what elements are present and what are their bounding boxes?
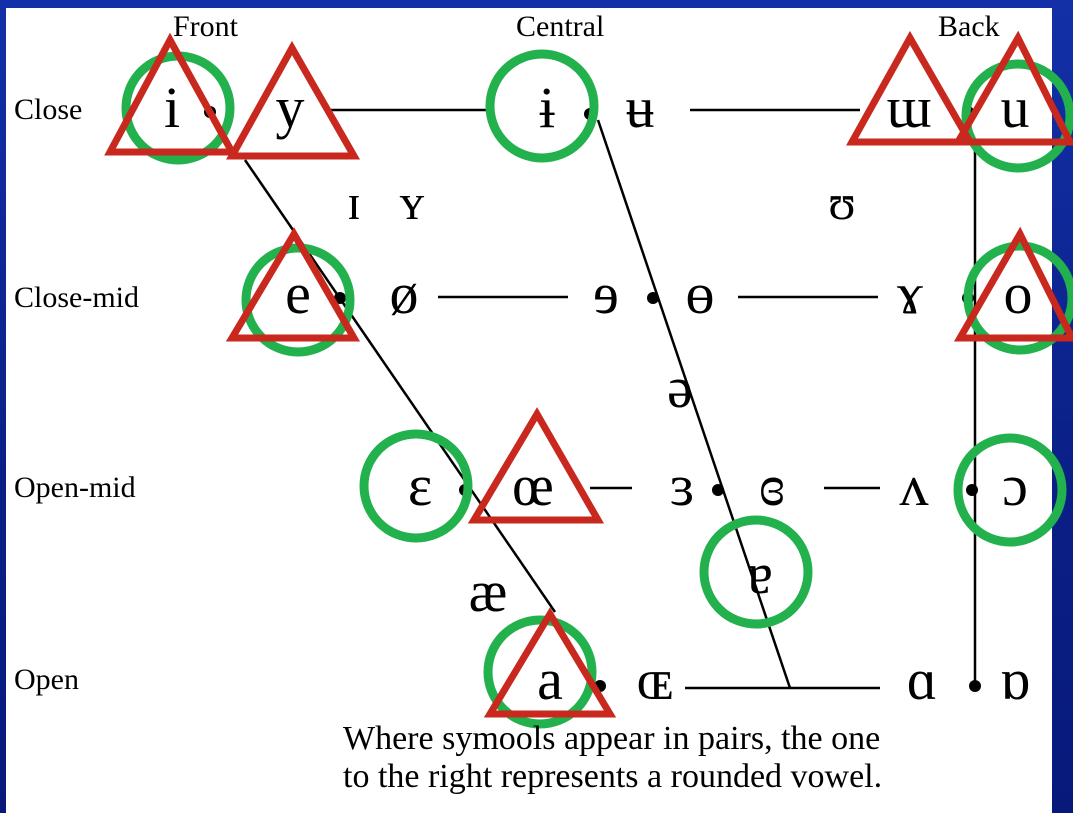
- circle-marker-i: [121, 51, 235, 165]
- triangle-marker-y: [226, 40, 361, 160]
- caption-line-1: Where symools appear in pairs, the one: [343, 720, 881, 757]
- vowel-open-e: ɛ: [407, 453, 433, 518]
- row-label-open: Open: [14, 663, 79, 696]
- circle-marker-open-o: [953, 433, 1067, 547]
- vowel-turned-script-a: ɒ: [999, 647, 1031, 712]
- vowel-y: y: [275, 75, 305, 140]
- vowel-oe-ligature: œ: [512, 453, 554, 518]
- column-header-front: Front: [173, 10, 239, 43]
- dot-open-back: [969, 680, 981, 692]
- dot-closemid-front: [334, 292, 346, 304]
- vowel-turned-m: ɯ: [886, 75, 932, 140]
- vowel-i: i: [163, 75, 181, 140]
- circle-marker-u: [961, 59, 1073, 173]
- vowel-o-slash: ø: [389, 261, 419, 326]
- circle-marker-o: [963, 241, 1073, 355]
- row-label-close: Close: [14, 93, 83, 126]
- circle-marker-open-e: [359, 429, 473, 543]
- row-label-close-mid: Close-mid: [14, 281, 139, 314]
- vowel-e: e: [285, 261, 311, 326]
- vowel-u: u: [1000, 75, 1030, 140]
- vowel-barred-i: ɨ: [538, 75, 556, 140]
- caption-line-2: to the right represents a rounded vowel.: [343, 758, 883, 795]
- vowel-open-o: ɔ: [1002, 453, 1028, 518]
- circle-marker-barred-i: [485, 49, 599, 163]
- column-header-central: Central: [516, 10, 605, 43]
- vowel-ash: æ: [468, 559, 508, 624]
- vowel-turned-a: ɐ: [747, 541, 773, 606]
- vowel-script-a: ɑ: [906, 647, 938, 712]
- triangle-marker-a: [483, 607, 617, 718]
- row-label-open-mid: Open-mid: [14, 471, 136, 504]
- vowel-upsilon: ʊ: [828, 174, 856, 230]
- vowel-closed-reversed-open-e: ɞ: [759, 453, 785, 518]
- triangle-marker-turned-m: [846, 30, 977, 146]
- dot-openmid-back: [966, 484, 978, 496]
- dot-openmid-central: [712, 484, 724, 496]
- triangle-marker-i: [104, 32, 238, 156]
- dot-closemid-central: [647, 292, 659, 304]
- vowel-o: o: [1003, 261, 1033, 326]
- column-header-back: Back: [938, 10, 1000, 43]
- triangle-marker-oe: [467, 407, 605, 524]
- circle-marker-turned-a: [699, 515, 813, 629]
- vowel-reversed-e: ɘ: [593, 261, 619, 326]
- vowel-schwa: ə: [667, 355, 693, 420]
- vowel-barred-u: ʉ: [625, 75, 655, 140]
- triangle-marker-e: [225, 227, 361, 342]
- vowel-a: a: [537, 647, 563, 712]
- triangle-marker-o: [953, 226, 1073, 342]
- vowel-small-cap-i: ɪ: [347, 174, 361, 230]
- vowel-rams-horn: ɤ: [897, 261, 923, 326]
- vowel-small-cap-y: ʏ: [399, 174, 425, 230]
- vowel-reversed-open-e: ɜ: [669, 453, 695, 518]
- circle-marker-a: [483, 615, 597, 729]
- line-central-edge: [596, 119, 792, 689]
- vowel-turned-v: ʌ: [899, 453, 929, 518]
- triangle-marker-u: [951, 30, 1073, 146]
- vowel-barred-o: ɵ: [685, 261, 715, 326]
- circle-marker-e: [241, 243, 355, 357]
- vowel-small-cap-oe: ɶ: [636, 647, 674, 712]
- caption: Where symools appear in pairs, the one t…: [343, 720, 882, 796]
